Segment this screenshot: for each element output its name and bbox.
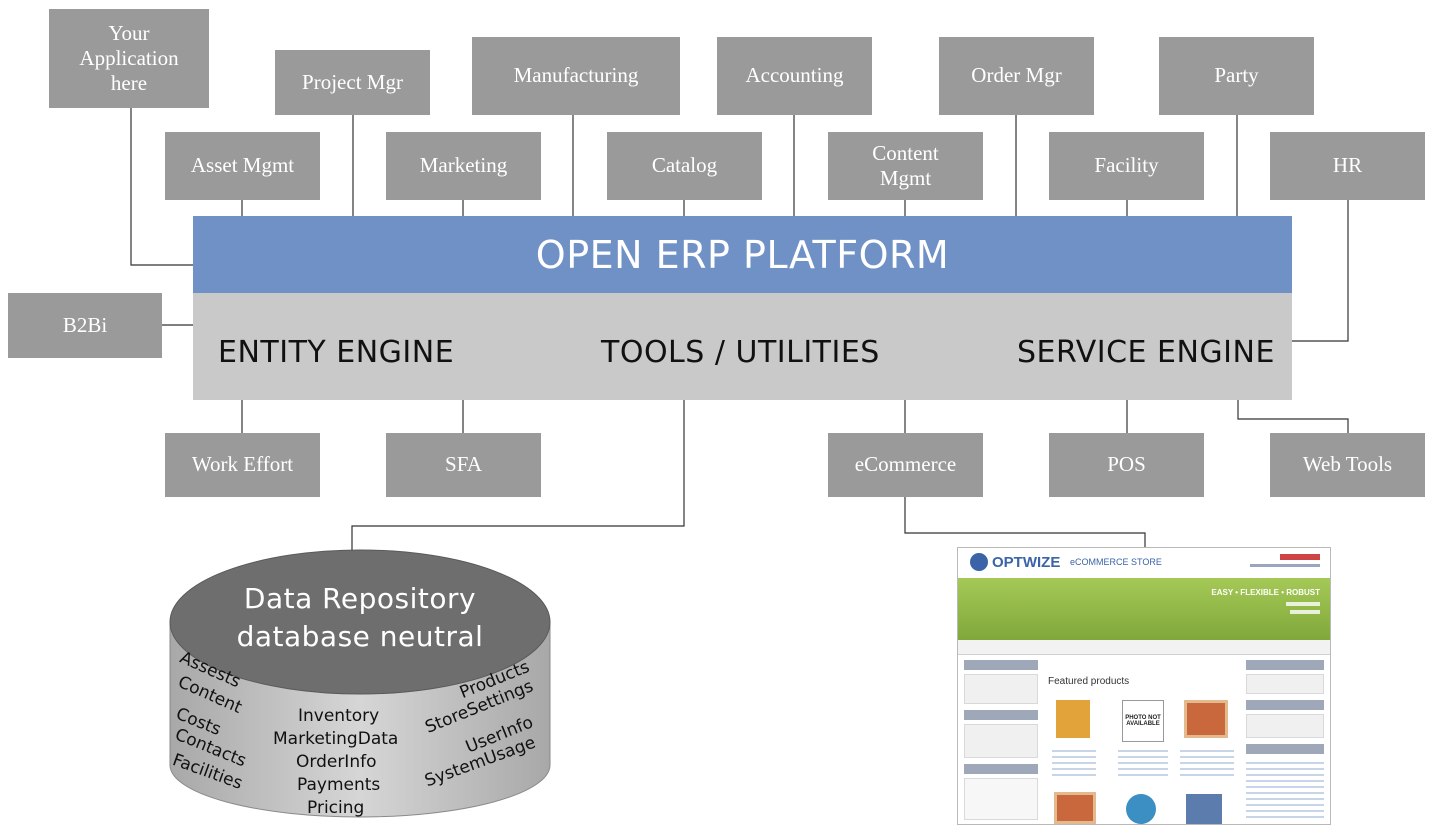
- module-catalog: Catalog: [607, 132, 762, 200]
- product-text: [1118, 746, 1168, 776]
- module-party: Party: [1159, 37, 1314, 115]
- module-label: Facility: [1094, 153, 1159, 178]
- placeholder-text: PHOTO NOT AVAILABLE: [1125, 715, 1161, 727]
- repository-item: Inventory: [298, 706, 380, 726]
- repository-title-line1: Data Repository: [243, 582, 477, 615]
- repository-title-line2: database neutral: [236, 620, 484, 653]
- ecommerce-store-screenshot: OPTWIZE eCOMMERCE STORE EASY • FLEXIBLE …: [957, 547, 1331, 825]
- module-label: Order Mgr: [971, 63, 1062, 88]
- module-label: Web Tools: [1302, 452, 1393, 477]
- product-image: [1054, 792, 1096, 824]
- module-label: Project Mgr: [302, 69, 403, 94]
- module-label: HR: [1332, 153, 1363, 178]
- module-your-application: Your Application here: [49, 9, 209, 108]
- store-banner: EASY • FLEXIBLE • ROBUST: [958, 578, 1330, 640]
- module-label: Party: [1214, 63, 1259, 88]
- repository-item: Payments: [297, 775, 381, 795]
- module-label: eCommerce: [854, 452, 957, 477]
- platform-title: OPEN ERP PLATFORM: [193, 216, 1292, 293]
- store-brand-suffix: eCOMMERCE STORE: [1070, 557, 1162, 567]
- module-label: Content Mgmt: [872, 140, 939, 190]
- module-accounting: Accounting: [717, 37, 872, 115]
- module-label: Marketing: [419, 153, 508, 178]
- store-brand: OPTWIZE: [992, 554, 1061, 571]
- module-label: B2Bi: [62, 312, 108, 337]
- flag-icon: [1280, 554, 1320, 560]
- module-web-tools: Web Tools: [1270, 433, 1425, 497]
- module-label: POS: [1107, 452, 1146, 477]
- module-pos: POS: [1049, 433, 1204, 497]
- connector-your-app: [130, 108, 193, 266]
- product-placeholder: PHOTO NOT AVAILABLE: [1122, 700, 1164, 742]
- module-label: Catalog: [651, 153, 718, 178]
- module-label: Work Effort: [191, 452, 294, 477]
- module-label: Accounting: [745, 63, 844, 88]
- store-right-column: [1246, 660, 1324, 824]
- module-manufacturing: Manufacturing: [472, 37, 680, 115]
- header-links: [1250, 564, 1320, 567]
- module-label: Your Application here: [79, 20, 179, 96]
- banner-link: [1286, 602, 1320, 606]
- repository-item: OrderInfo: [296, 752, 377, 772]
- service-engine-label: SERVICE ENGINE: [1017, 335, 1275, 370]
- module-work-effort: Work Effort: [165, 433, 320, 497]
- module-content-mgmt: Content Mgmt: [828, 132, 983, 200]
- connector-web-tools: [1237, 400, 1349, 433]
- module-sfa: SFA: [386, 433, 541, 497]
- repository-item: MarketingData: [273, 729, 399, 749]
- module-facility: Facility: [1049, 132, 1204, 200]
- connector-hr: [1292, 200, 1349, 342]
- banner-link: [1290, 610, 1320, 614]
- module-project-mgr: Project Mgr: [275, 50, 430, 115]
- store-menu-bar: [958, 640, 1330, 655]
- module-marketing: Marketing: [386, 132, 541, 200]
- product-image: [1056, 700, 1090, 738]
- module-ecommerce: eCommerce: [828, 433, 983, 497]
- connector-store: [904, 497, 1146, 548]
- module-order-mgr: Order Mgr: [939, 37, 1094, 115]
- module-label: SFA: [445, 452, 482, 477]
- product-image: [1186, 794, 1222, 824]
- module-hr: HR: [1270, 132, 1425, 200]
- featured-heading: Featured products: [1048, 676, 1130, 687]
- module-label: Manufacturing: [513, 63, 639, 88]
- repository-item: Pricing: [307, 798, 365, 818]
- product-image: [1184, 700, 1228, 738]
- module-label: Asset Mgmt: [190, 153, 295, 178]
- store-left-column: [964, 660, 1038, 824]
- product-text: [1052, 746, 1096, 776]
- module-asset-mgmt: Asset Mgmt: [165, 132, 320, 200]
- engine-bar: [193, 293, 1292, 400]
- store-tagline: EASY • FLEXIBLE • ROBUST: [1211, 588, 1320, 597]
- product-text: [1180, 746, 1234, 776]
- entity-engine-label: ENTITY ENGINE: [218, 335, 455, 370]
- module-b2bi: B2Bi: [8, 293, 162, 358]
- store-header: OPTWIZE eCOMMERCE STORE: [958, 548, 1330, 578]
- tools-utilities-label: TOOLS / UTILITIES: [601, 335, 880, 370]
- store-logo-icon: [970, 553, 988, 571]
- connector-repository: [351, 400, 685, 555]
- product-image: [1126, 794, 1156, 824]
